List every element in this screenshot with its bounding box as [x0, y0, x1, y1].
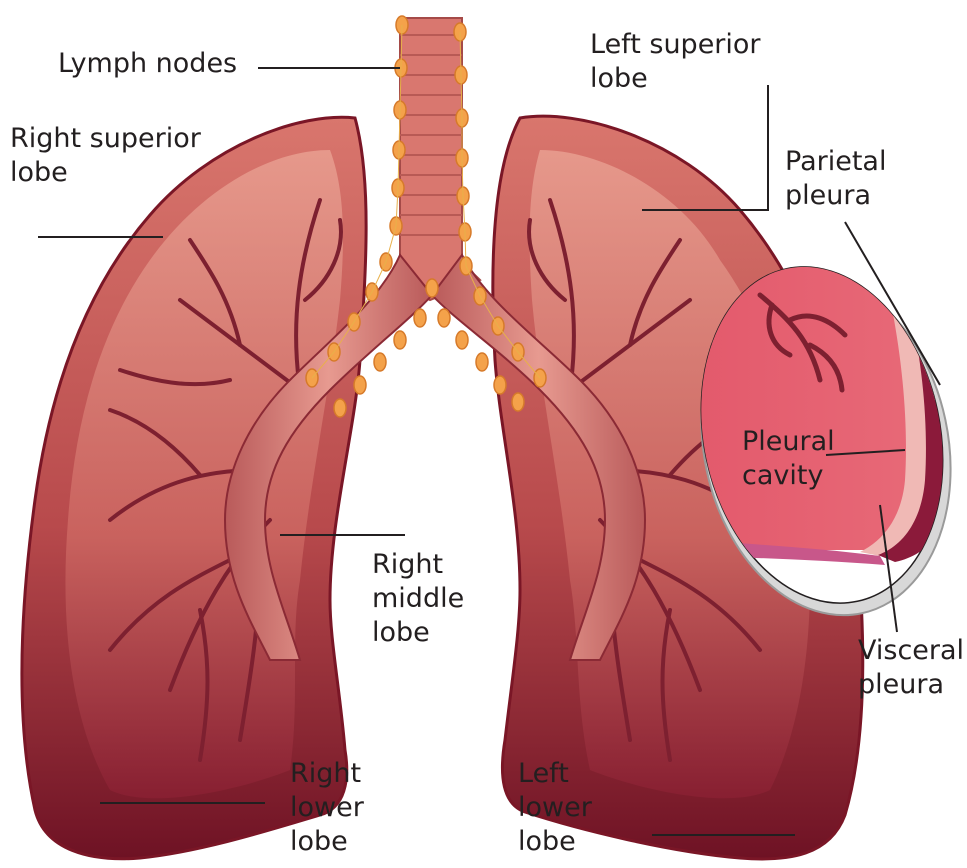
label-line: lobe: [290, 825, 364, 859]
right-lung: [22, 117, 366, 858]
label-line: Visceral: [858, 634, 964, 668]
label-line: lobe: [372, 616, 464, 650]
label-pleural-cavity: Pleural cavity: [742, 425, 835, 493]
label-line: lobe: [518, 825, 592, 859]
label-parietal-pleura: Parietal pleura: [785, 145, 886, 213]
label-line: Right superior: [10, 122, 201, 156]
label-lymph-nodes-text: Lymph nodes: [58, 47, 237, 81]
label-left-lower-lobe: Left lower lobe: [518, 757, 592, 859]
label-line: pleura: [785, 179, 886, 213]
label-line: Pleural: [742, 425, 835, 459]
label-line: Right: [290, 757, 364, 791]
label-visceral-pleura: Visceral pleura: [858, 634, 964, 702]
label-line: Left: [518, 757, 592, 791]
label-line: lower: [518, 791, 592, 825]
label-line: lower: [290, 791, 364, 825]
label-right-superior-lobe: Right superior lobe: [10, 122, 201, 190]
label-line: middle: [372, 582, 464, 616]
label-line: Right: [372, 548, 464, 582]
label-line: lobe: [590, 62, 761, 96]
label-line: Parietal: [785, 145, 886, 179]
label-right-middle-lobe: Right middle lobe: [372, 548, 464, 650]
label-line: pleura: [858, 668, 964, 702]
label-lymph-nodes: Lymph nodes: [58, 47, 237, 81]
label-left-superior-lobe: Left superior lobe: [590, 28, 761, 96]
label-line: cavity: [742, 459, 835, 493]
label-line: Left superior: [590, 28, 761, 62]
label-line: lobe: [10, 156, 201, 190]
label-right-lower-lobe: Right lower lobe: [290, 757, 364, 859]
